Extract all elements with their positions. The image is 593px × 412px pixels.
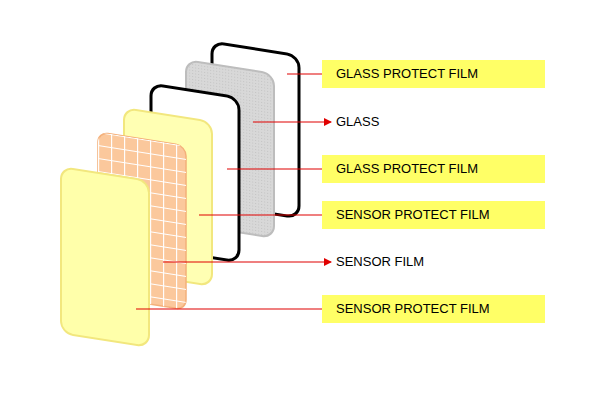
leader-arrow — [253, 121, 331, 122]
label-band: GLASS PROTECT FILM — [322, 60, 545, 88]
sensor-protect-film-layer — [61, 167, 149, 347]
layer-name: SENSOR PROTECT FILM — [336, 207, 490, 223]
leader-arrows — [136, 74, 331, 309]
layer-name: SENSOR FILM — [336, 254, 424, 270]
leader-arrow — [227, 168, 331, 169]
leader-arrow — [199, 214, 331, 215]
label-band: SENSOR PROTECT FILM — [322, 201, 545, 229]
layer-name: SENSOR PROTECT FILM — [336, 301, 490, 317]
label-band: SENSOR PROTECT FILM — [322, 295, 545, 323]
layer-name: GLASS — [336, 114, 379, 130]
leader-arrow — [136, 308, 331, 309]
layer-name: GLASS PROTECT FILM — [336, 161, 478, 177]
leader-arrow — [163, 261, 331, 262]
layer-name: GLASS PROTECT FILM — [336, 66, 478, 82]
label-band: GLASS PROTECT FILM — [322, 155, 545, 183]
